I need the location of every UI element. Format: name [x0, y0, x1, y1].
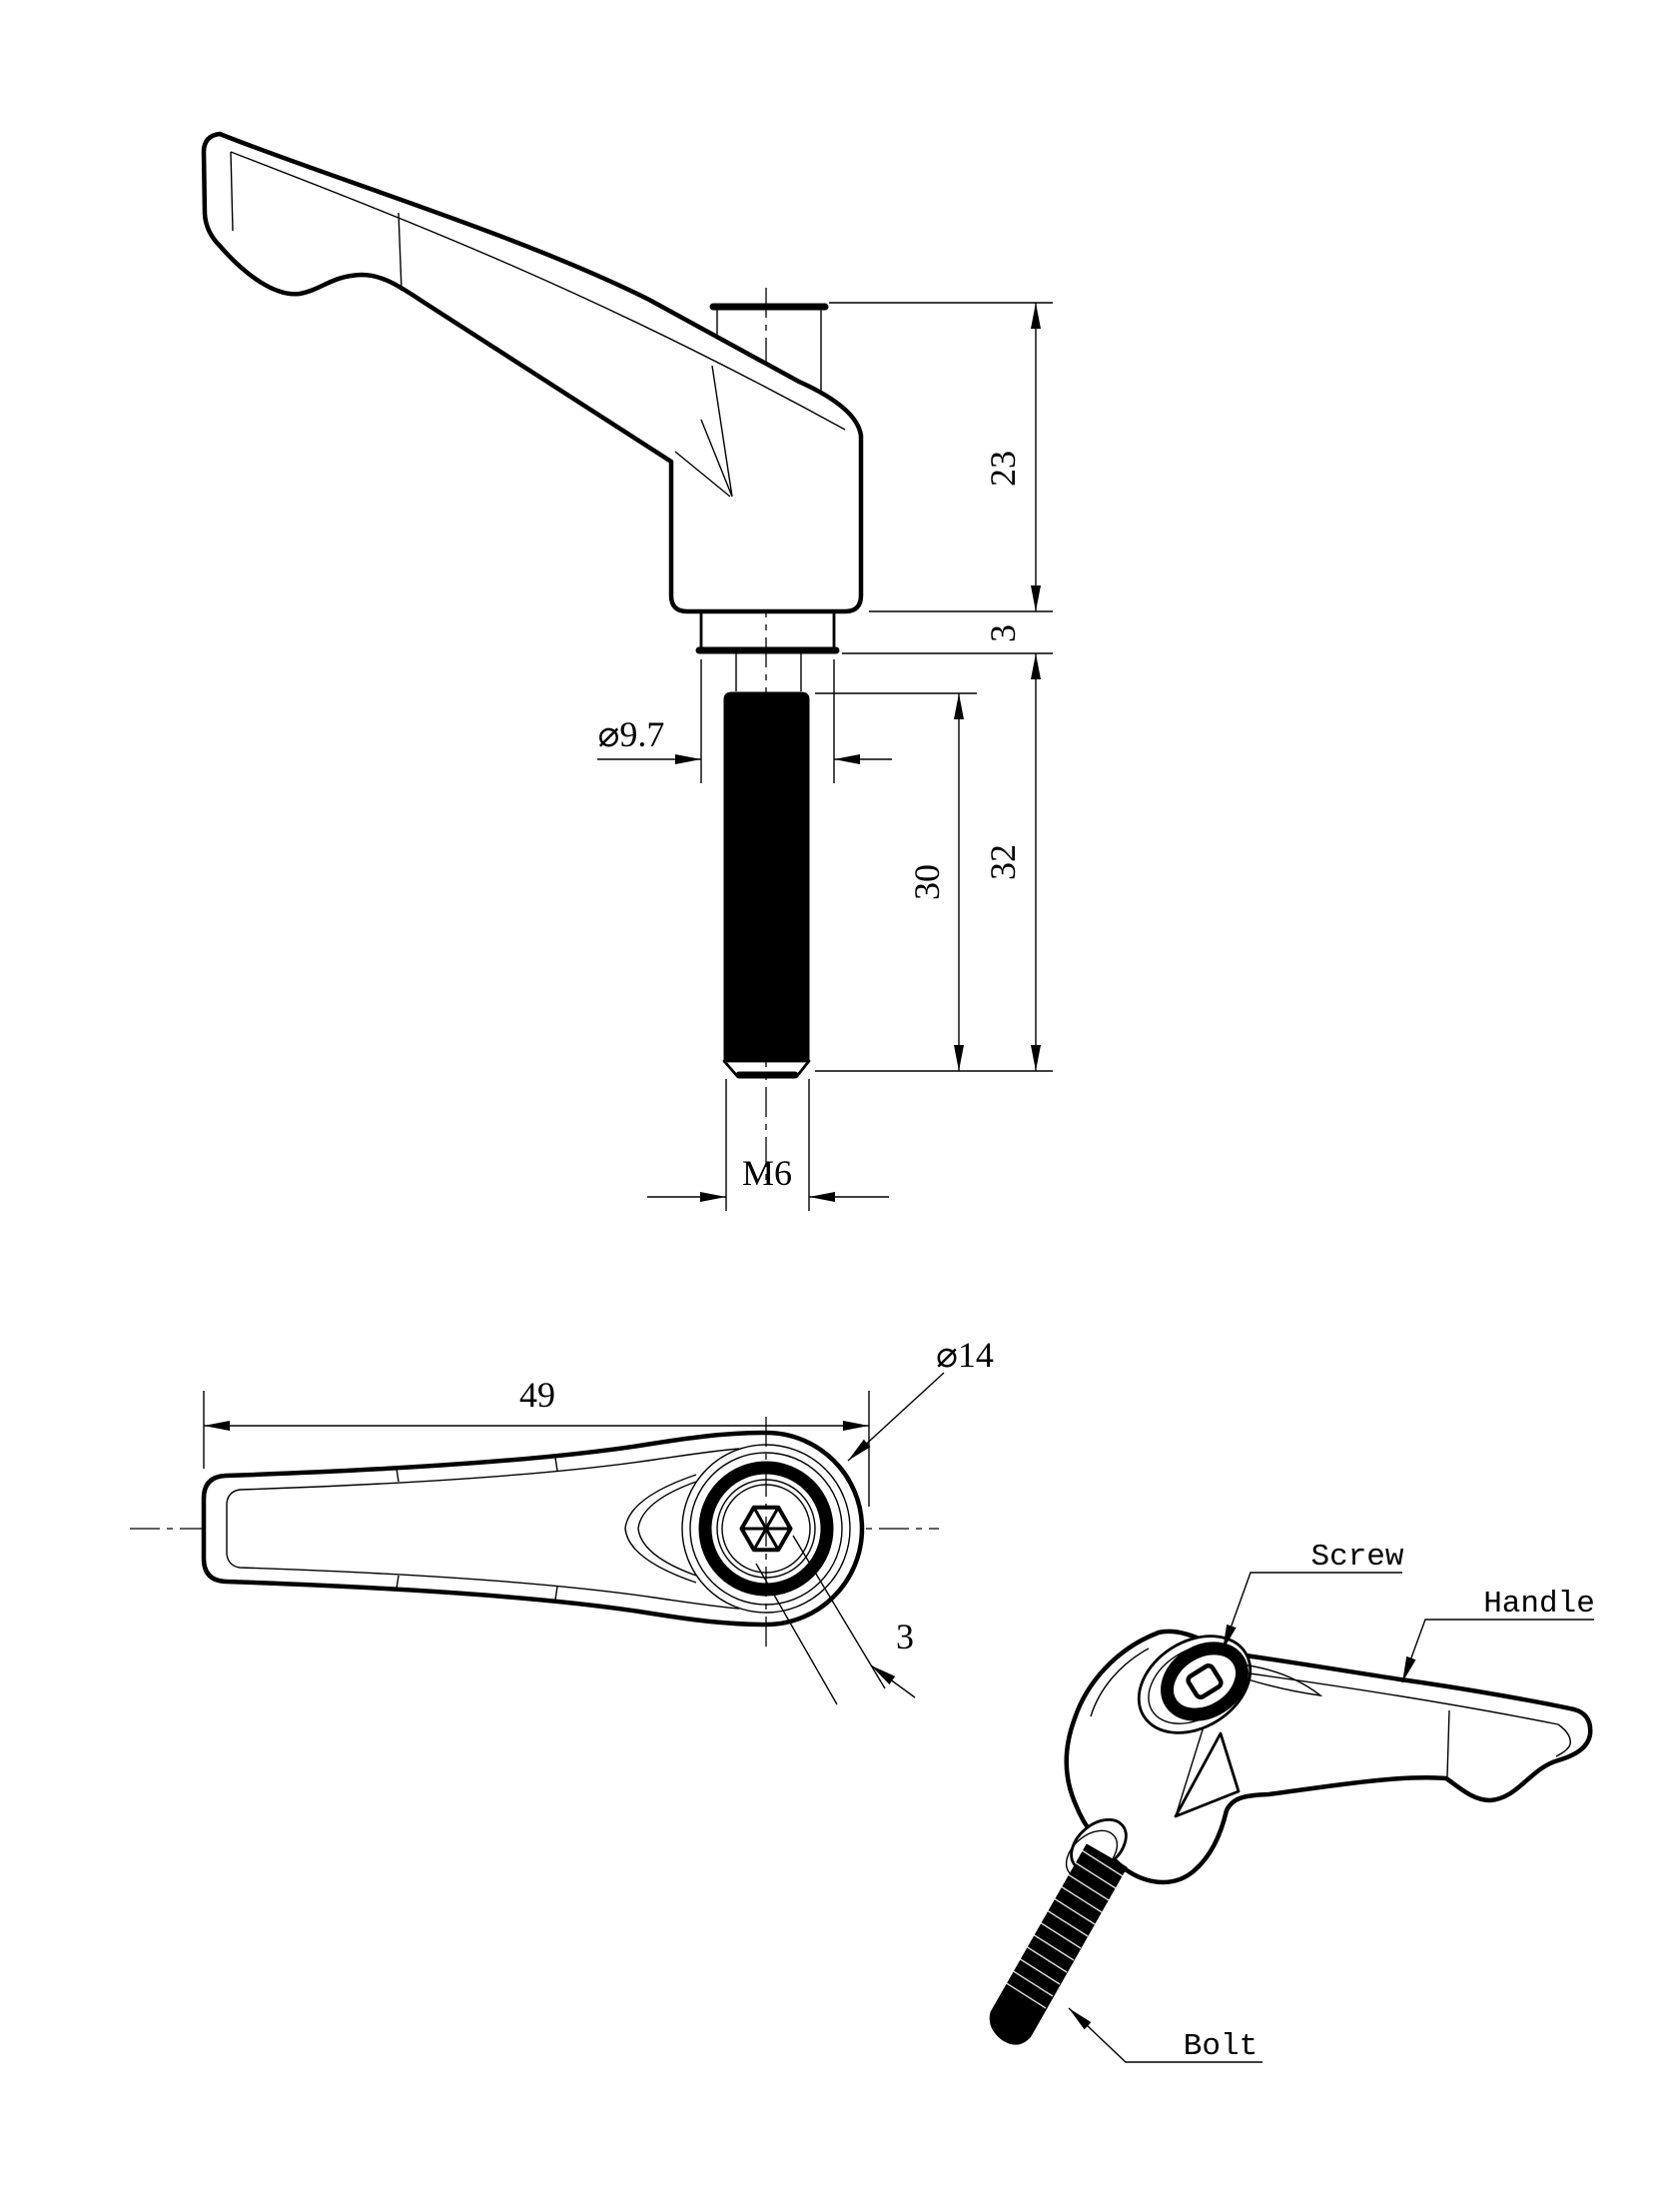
- iso-bolt: [989, 1843, 1128, 2045]
- iso-body-outline: [1064, 1629, 1593, 1885]
- thumb-scoop: [624, 1474, 697, 1584]
- dim-text-collar-diameter: ⌀9.7: [598, 714, 665, 754]
- iso-handle-slot: [1239, 1663, 1323, 1697]
- label-text-screw: Screw: [1310, 1540, 1403, 1575]
- dim-text-boss-height: 23: [983, 451, 1023, 487]
- label-handle: Handle: [1401, 1587, 1595, 1683]
- iso-inner-lines: [1090, 1648, 1571, 1777]
- dim-text-stud-length: 32: [983, 844, 1023, 880]
- label-text-bolt: Bolt: [1184, 2029, 1258, 2064]
- dim-collar-diameter: ⌀9.7: [597, 659, 892, 783]
- label-screw: Screw: [1222, 1540, 1404, 1651]
- boss-cap: [709, 303, 829, 395]
- dim-thread-length: 30: [815, 692, 977, 1071]
- thread-stud: [722, 691, 811, 1079]
- dim-overall-length: 49: [203, 1375, 870, 1507]
- front-view: 23 3 32 30 ⌀9.7: [201, 131, 1053, 1211]
- dim-stud-length: 32: [815, 653, 1053, 1072]
- dim-thread-spec: M6: [647, 1079, 889, 1211]
- plan-view: 49 ⌀14 3: [130, 1335, 994, 1705]
- handle-plan-ticks: [396, 1457, 558, 1601]
- dim-text-hex-socket-depth: 3: [896, 1617, 914, 1656]
- handle-crease-lines: [230, 151, 846, 498]
- stud-neck: [735, 653, 802, 691]
- iso-view: Screw Handle Bolt: [989, 1540, 1595, 2064]
- dim-boss-diameter: ⌀14: [847, 1335, 994, 1462]
- dim-text-boss-diameter: ⌀14: [936, 1335, 994, 1375]
- label-bolt: Bolt: [1068, 2007, 1262, 2064]
- handle-outline: [201, 131, 864, 614]
- dim-text-thread-spec: M6: [742, 1153, 792, 1193]
- dim-text-thread-length: 30: [907, 864, 947, 900]
- iso-screw-socket: [1186, 1663, 1224, 1699]
- dim-boss-height: 23: [829, 302, 1053, 612]
- label-text-handle: Handle: [1483, 1587, 1595, 1622]
- washer: [695, 611, 840, 654]
- dim-hex-socket-depth: 3: [755, 1535, 916, 1705]
- dim-text-collar-thickness: 3: [983, 624, 1023, 642]
- handle-plan-inner-edge: [226, 1448, 740, 1610]
- dim-text-overall-length: 49: [519, 1375, 555, 1415]
- iso-fin: [1174, 1731, 1241, 1818]
- dim-collar-thickness: 3: [842, 624, 1053, 654]
